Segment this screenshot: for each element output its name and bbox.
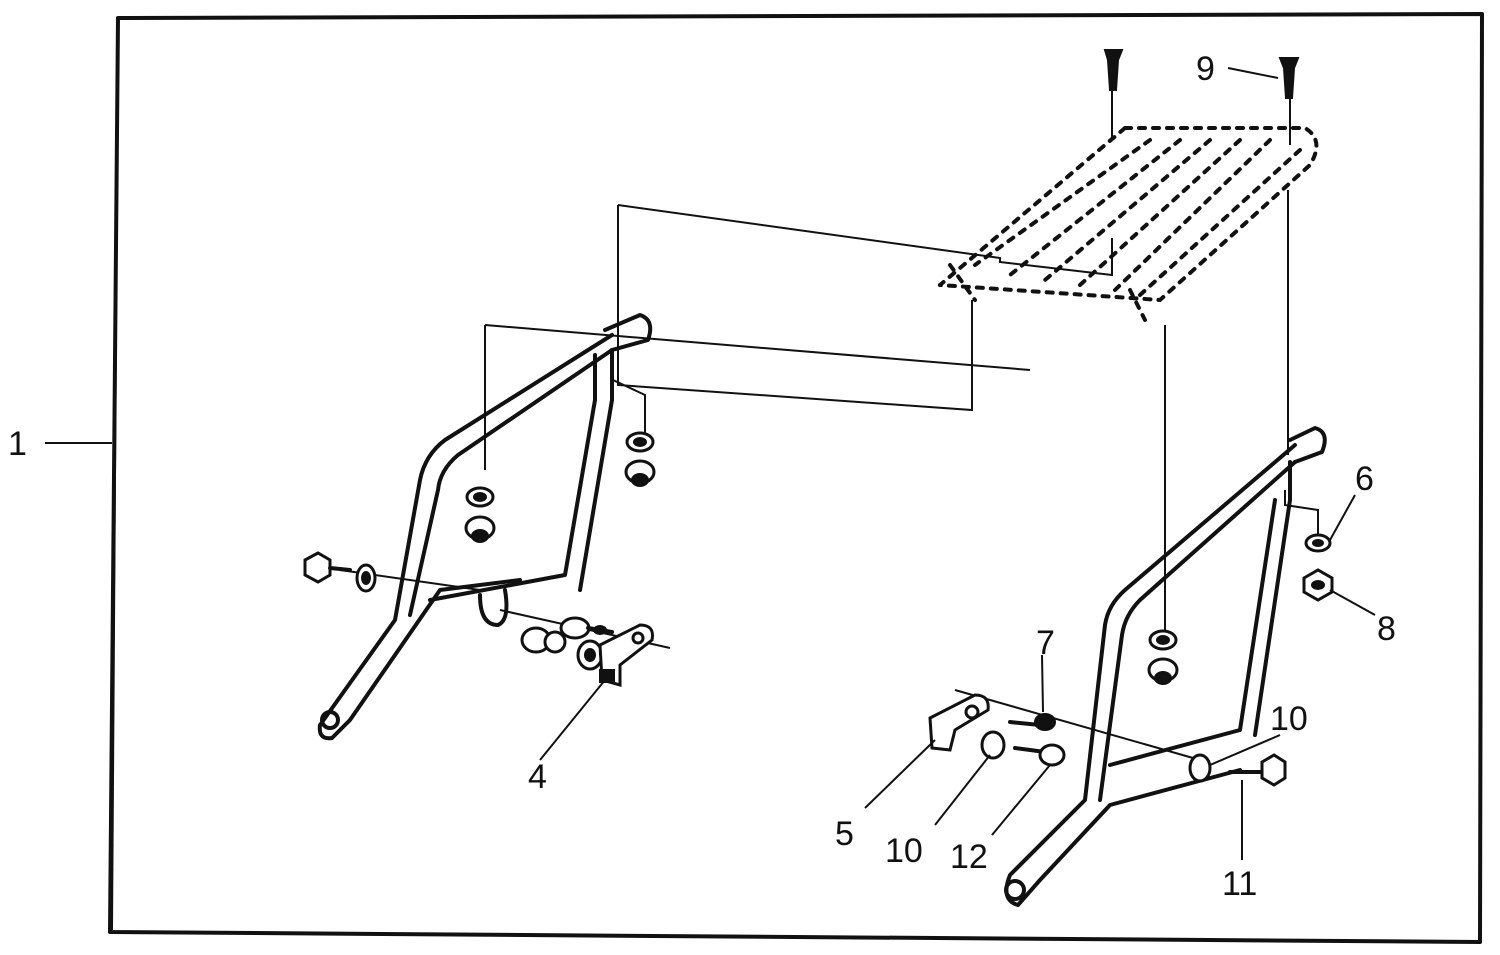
- bolt-icon: [303, 551, 352, 584]
- washer-icon: [576, 639, 604, 671]
- callout-6: 6: [1355, 460, 1374, 498]
- mounting-plate-icon: [598, 623, 654, 687]
- bolt-icon: [1228, 753, 1287, 787]
- bolt-icon: [1103, 49, 1124, 91]
- callout-10: 10: [1270, 700, 1308, 738]
- callout-7: 7: [1036, 624, 1055, 662]
- bolt-icon: [1278, 57, 1300, 99]
- luggage-rack: [938, 126, 1319, 322]
- washer-icon: [1188, 753, 1212, 783]
- leader-lines: [539, 494, 1376, 860]
- callout-11: 11: [1222, 865, 1257, 903]
- bolt-icon: [1013, 743, 1066, 767]
- bolt-icon: [1008, 713, 1056, 731]
- washer-icon: [980, 730, 1006, 760]
- grommet-stack-icon: [624, 431, 656, 487]
- callout-8: 8: [1377, 610, 1396, 648]
- grommet-stack-icon: [464, 486, 496, 543]
- callout-12: 12: [950, 838, 988, 876]
- mounting-plate-icon: [928, 693, 990, 752]
- grommet-stack-icon: [1147, 629, 1179, 685]
- bolt-icon: [520, 626, 567, 654]
- callout-9: 9: [1196, 50, 1215, 88]
- right-support-bracket: [1004, 426, 1327, 907]
- left-support-bracket: [317, 313, 653, 741]
- callout-1: 1: [8, 425, 27, 463]
- callout-4: 4: [528, 758, 547, 796]
- washer-icon: [1304, 533, 1332, 553]
- washer-icon: [355, 563, 377, 593]
- callout-5: 5: [835, 815, 854, 853]
- callout-10: 10: [885, 832, 923, 870]
- nut-icon: [1302, 568, 1334, 602]
- assembly-frame: [108, 12, 1484, 944]
- bolt-icon: [559, 616, 614, 640]
